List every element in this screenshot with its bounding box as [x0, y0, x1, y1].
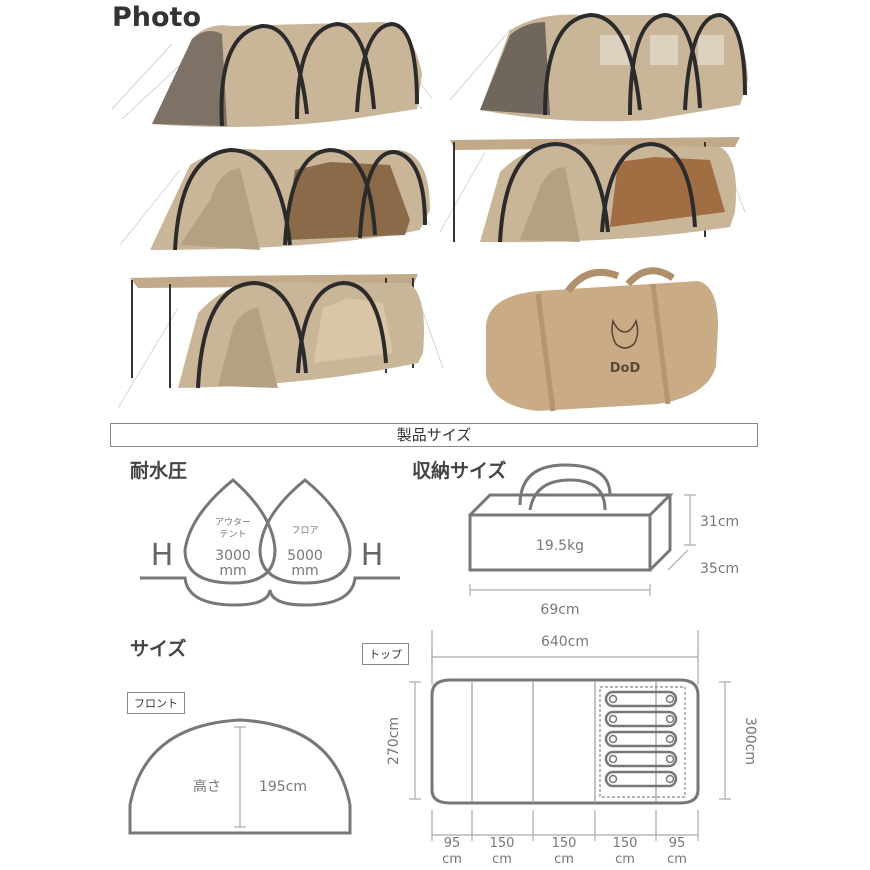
segment-3-unit: cm — [554, 852, 574, 867]
front-height-label: 高さ — [193, 778, 221, 795]
top-view-diagram: 640cm 270cm 300cm 95 cm 150 cm 150 cm 15… — [386, 630, 758, 867]
tent-photo-closed — [112, 21, 432, 128]
photo-heading: Photo — [112, 2, 202, 33]
h-right-mark: H — [361, 538, 384, 573]
storage-size-diagram: 19.5kg 31cm 35cm 69cm — [468, 463, 739, 618]
segment-2-unit: cm — [492, 852, 512, 867]
segment-1-unit: cm — [442, 852, 462, 867]
water-resistance-diagram: H H アウター テント 3000 mm フロア 5000 mm — [140, 478, 400, 607]
water-resistance-label: 耐水圧 — [130, 460, 188, 482]
tent-photo-front-open — [120, 147, 431, 251]
front-height-value: 195cm — [259, 779, 307, 795]
product-size-banner: 製品サイズ — [110, 423, 758, 447]
size-label: サイズ — [130, 638, 187, 660]
segment-4-value: 150 — [613, 836, 638, 851]
tent-photo-full-canopy — [118, 274, 444, 409]
outer-unit: mm — [219, 563, 246, 579]
segment-5-value: 95 — [669, 836, 686, 851]
tent-photo-windows — [450, 12, 751, 122]
segment-4-unit: cm — [615, 852, 635, 867]
front-view-diagram: 高さ 195cm — [128, 718, 352, 835]
segment-5-unit: cm — [667, 852, 687, 867]
outer-caption-1: アウター — [215, 517, 251, 528]
floor-value: 5000 — [287, 548, 323, 564]
total-length: 640cm — [541, 634, 589, 650]
outer-caption-2: テント — [219, 529, 246, 540]
storage-width: 69cm — [540, 602, 579, 618]
top-view-tag: トップ — [362, 643, 409, 665]
width-left: 270cm — [386, 717, 402, 765]
bag-logo: DoD — [610, 361, 641, 376]
storage-bag-photo: DoD — [486, 267, 718, 412]
front-view-tag: フロント — [127, 692, 185, 714]
floor-caption: フロア — [291, 526, 318, 536]
width-right: 300cm — [742, 717, 758, 765]
tent-photo-canopy — [440, 137, 746, 243]
segment-3-value: 150 — [552, 836, 577, 851]
storage-size-label: 収納サイズ — [412, 460, 507, 482]
storage-depth: 35cm — [700, 561, 739, 577]
h-left-mark: H — [151, 538, 174, 573]
storage-height: 31cm — [700, 514, 739, 530]
outer-value: 3000 — [215, 548, 251, 564]
segment-1-value: 95 — [444, 836, 461, 851]
storage-weight: 19.5kg — [536, 538, 584, 554]
sleeping-bags — [604, 690, 678, 788]
segment-2-value: 150 — [490, 836, 515, 851]
floor-unit: mm — [291, 563, 318, 579]
